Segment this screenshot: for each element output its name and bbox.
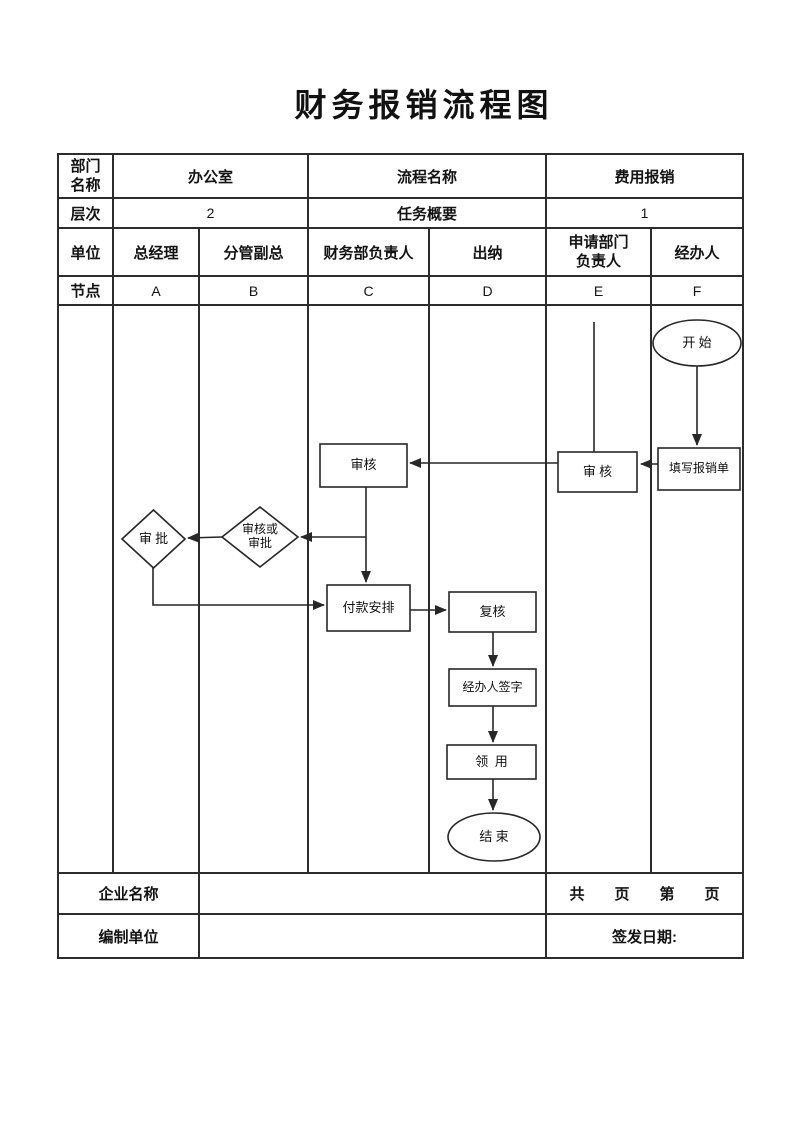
row-company: 企业名称 共 页 第 页 [57, 872, 745, 915]
unit-handler: 经办人 [650, 227, 745, 277]
task-summary-value: 1 [545, 197, 745, 229]
task-summary-label: 任务概要 [307, 197, 548, 229]
row-dept-name: 部门 名称 办公室 流程名称 费用报销 [57, 153, 745, 199]
company-name-label: 企业名称 [57, 872, 200, 915]
node-a: A [112, 275, 200, 306]
unit-request-dept-head: 申请部门 负责人 [545, 227, 653, 277]
dept-name-label: 部门 名称 [57, 153, 114, 199]
company-name-blank [197, 872, 548, 915]
dept-name-value: 办公室 [111, 153, 310, 199]
issue-date-label: 签发日期: [545, 913, 745, 959]
lane-blank [57, 304, 114, 874]
page-title: 财务报销流程图 [294, 87, 554, 123]
review-or-approve-line1: 审核或 [241, 522, 278, 537]
pages-label: 共 页 第 页 [545, 872, 745, 915]
payment-label: 付款安排 [342, 599, 395, 615]
swimlane-table: 部门 名称 办公室 流程名称 费用报销 层次 2 任务概要 1 单位 总经理 分… [57, 153, 745, 959]
lane-d [428, 304, 548, 874]
level-value: 2 [111, 197, 310, 229]
row-prepared: 编制单位 签发日期: [57, 913, 745, 959]
process-name-label: 流程名称 [307, 153, 548, 199]
unit-deputy-gm: 分管副总 [197, 227, 310, 277]
node-c: C [307, 275, 431, 306]
review-c-label: 审核 [350, 457, 377, 473]
lane-f [650, 304, 745, 874]
lane-b [197, 304, 310, 874]
review-or-approve-line2: 审批 [247, 536, 272, 550]
prepared-by-label: 编制单位 [57, 913, 200, 959]
review-e-label: 审 核 [582, 463, 613, 479]
row-units: 单位 总经理 分管副总 财务部负责人 出纳 申请部门 负责人 经办人 [57, 227, 745, 277]
row-level: 层次 2 任务概要 1 [57, 197, 745, 229]
receive-label: 领 用 [475, 753, 508, 769]
review-or-approve-label: 审核或 审批 [222, 507, 298, 567]
start-label: 开 始 [682, 334, 712, 350]
fill-form-label: 填写报销单 [668, 461, 729, 476]
end-label: 结 束 [479, 828, 509, 844]
row-nodes: 节点 A B C D E F [57, 275, 745, 306]
unit-general-manager: 总经理 [112, 227, 200, 277]
node-label: 节点 [57, 275, 114, 306]
unit-label: 单位 [57, 227, 114, 277]
node-d: D [428, 275, 548, 306]
unit-finance-head: 财务部负责人 [307, 227, 431, 277]
node-e: E [545, 275, 653, 306]
level-label: 层次 [57, 197, 114, 229]
node-b: B [197, 275, 310, 306]
lane-a [112, 304, 200, 874]
sign-label: 经办人签字 [462, 679, 523, 694]
unit-cashier: 出纳 [428, 227, 548, 277]
lane-e [545, 304, 653, 874]
recheck-label: 复核 [479, 603, 506, 619]
approve-label: 审 批 [138, 530, 169, 546]
flow-lanes-row [57, 304, 745, 874]
node-f: F [650, 275, 745, 306]
prepared-by-blank [197, 913, 548, 959]
process-name-value: 费用报销 [545, 153, 745, 199]
